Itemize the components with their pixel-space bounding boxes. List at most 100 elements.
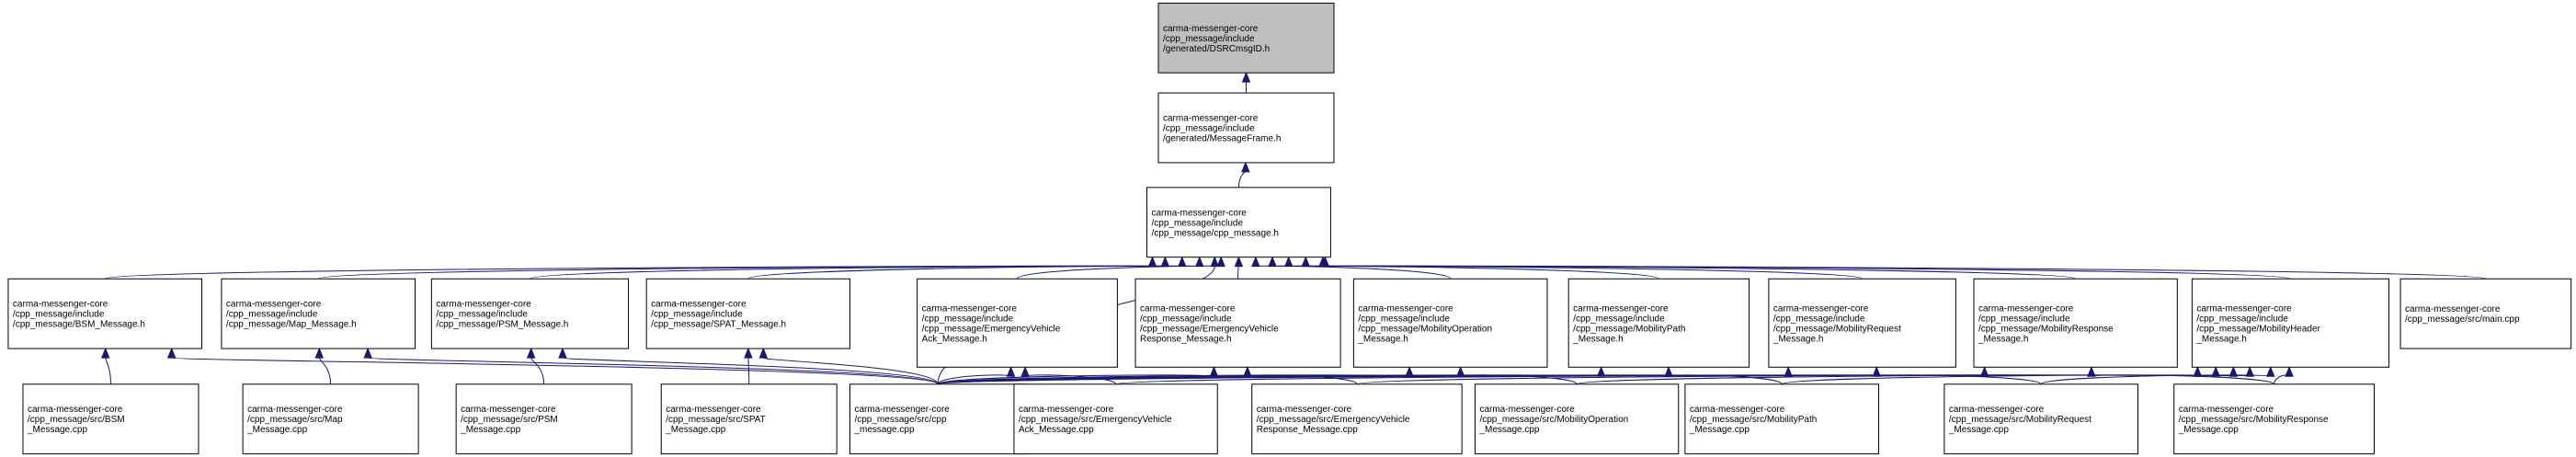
node-psm-h[interactable]: carma-messenger-core/cpp_message/include… xyxy=(430,278,630,349)
node-box[interactable] xyxy=(2399,278,2572,349)
edge-line xyxy=(1017,265,1222,280)
node-box[interactable] xyxy=(1474,383,1680,455)
node-spat-h[interactable]: carma-messenger-core/cpp_message/include… xyxy=(645,278,850,349)
arrowhead xyxy=(1147,256,1157,268)
node-label-line: _Message.h xyxy=(2195,334,2246,344)
node-spat-cpp[interactable]: carma-messenger-core/cpp_message/src/SPA… xyxy=(660,383,838,455)
node-box[interactable] xyxy=(455,383,633,455)
edge-line xyxy=(1324,265,2487,280)
node-mreq-h[interactable]: carma-messenger-core/cpp_message/include… xyxy=(1768,278,1956,368)
edge-psm-cpp-to-psm-h xyxy=(526,347,545,384)
edge-bsm-h-to-cpp-message-h xyxy=(104,256,1157,280)
node-mresp-cpp[interactable]: carma-messenger-core/cpp_message/src/Mob… xyxy=(2173,383,2375,455)
arrowhead xyxy=(1216,256,1225,268)
node-label-line: carma-messenger-core xyxy=(1949,405,2045,415)
arrowhead xyxy=(1234,256,1244,268)
edge-bsm-cpp-to-bsm-h xyxy=(100,347,111,384)
arrowhead xyxy=(558,347,567,359)
node-evr-cpp[interactable]: carma-messenger-core/cpp_message/src/Eme… xyxy=(1251,383,1463,455)
edge-line xyxy=(562,357,939,385)
node-eva-h[interactable]: carma-messenger-core/cpp_message/include… xyxy=(917,278,1118,368)
nodes-layer: carma-messenger-core/cpp_message/include… xyxy=(7,2,2572,455)
arrowhead xyxy=(2193,365,2203,377)
node-label-line: /cpp_message/src/MobilityRequest xyxy=(1949,415,2092,425)
node-box[interactable] xyxy=(1684,383,1879,455)
node-map-h[interactable]: carma-messenger-core/cpp_message/include… xyxy=(221,278,416,349)
node-main-cpp[interactable]: carma-messenger-core/cpp_message/src/mai… xyxy=(2399,278,2572,349)
node-box[interactable] xyxy=(917,278,1118,368)
node-label-line: carma-messenger-core xyxy=(1163,24,1259,34)
edge-cpp-cpp-to-bsm-h xyxy=(166,347,939,385)
node-box[interactable] xyxy=(221,278,416,349)
arrowhead xyxy=(100,347,110,359)
node-label-line: /cpp_message/include xyxy=(2196,314,2288,324)
node-bsm-cpp[interactable]: carma-messenger-core/cpp_message/src/BSM… xyxy=(22,383,199,455)
arrowhead xyxy=(363,347,372,359)
edge-mreq-cpp-to-mhead-h xyxy=(2040,365,2275,385)
node-box[interactable] xyxy=(1352,278,1548,368)
node-label-line: /cpp_message/MobilityOperation xyxy=(1358,324,1492,334)
node-label-line: carma-messenger-core xyxy=(1019,405,1114,415)
node-box[interactable] xyxy=(7,278,203,349)
node-box[interactable] xyxy=(660,383,838,455)
node-mresp-h[interactable]: carma-messenger-core/cpp_message/include… xyxy=(1973,278,2178,368)
edge-line xyxy=(762,357,939,385)
edge-line xyxy=(747,358,750,384)
node-label-line: carma-messenger-core xyxy=(1773,303,1869,314)
node-evr-h[interactable]: carma-messenger-core/cpp_message/include… xyxy=(1134,278,1341,368)
node-box[interactable] xyxy=(1768,278,1956,368)
node-label-line: /cpp_message/include xyxy=(226,310,318,320)
node-label-line: carma-messenger-core xyxy=(1690,405,1785,415)
node-box[interactable] xyxy=(1157,2,1335,74)
node-box[interactable] xyxy=(430,278,630,349)
edge-mop-h-to-cpp-message-h xyxy=(1251,256,1452,280)
node-cpp-cpp[interactable]: carma-messenger-core/cpp_message/src/cpp… xyxy=(849,383,1026,455)
node-mpath-h[interactable]: carma-messenger-core/cpp_message/include… xyxy=(1567,278,1750,368)
node-box[interactable] xyxy=(2191,278,2390,368)
node-mop-h[interactable]: carma-messenger-core/cpp_message/include… xyxy=(1352,278,1548,368)
node-label-line: /cpp_message/MobilityResponse xyxy=(1978,324,2114,334)
node-box[interactable] xyxy=(849,383,1026,455)
node-box[interactable] xyxy=(645,278,850,349)
node-label-line: /cpp_message/EmergencyVehicle xyxy=(922,324,1061,334)
node-box[interactable] xyxy=(242,383,419,455)
node-cpp-message-h[interactable]: carma-messenger-core/cpp_message/include… xyxy=(1146,187,1331,258)
node-dsrcmsgid[interactable]: carma-messenger-core/cpp_message/include… xyxy=(1157,2,1335,74)
node-box[interactable] xyxy=(2173,383,2375,455)
node-label-line: _Message.cpp xyxy=(1948,425,2009,435)
node-messageframe[interactable]: carma-messenger-core/cpp_message/include… xyxy=(1157,92,1335,164)
node-psm-cpp[interactable]: carma-messenger-core/cpp_message/src/PSM… xyxy=(455,383,633,455)
node-box[interactable] xyxy=(1567,278,1750,368)
node-box[interactable] xyxy=(1146,187,1331,258)
node-label-line: carma-messenger-core xyxy=(226,300,322,310)
node-mpath-cpp[interactable]: carma-messenger-core/cpp_message/src/Mob… xyxy=(1684,383,1879,455)
arrowhead xyxy=(1301,256,1311,268)
node-label-line: carma-messenger-core xyxy=(1140,303,1236,314)
node-label-line: carma-messenger-core xyxy=(2179,405,2274,415)
arrowhead xyxy=(314,347,325,359)
node-map-cpp[interactable]: carma-messenger-core/cpp_message/src/Map… xyxy=(242,383,419,455)
node-bsm-h[interactable]: carma-messenger-core/cpp_message/include… xyxy=(7,278,203,349)
node-box[interactable] xyxy=(1157,92,1335,164)
edge-messageframe-to-dsrcmsgid xyxy=(1241,71,1251,94)
node-box[interactable] xyxy=(1251,383,1463,455)
node-label-line: carma-messenger-core xyxy=(1163,113,1259,123)
edge-line xyxy=(1237,171,1247,188)
node-box[interactable] xyxy=(1943,383,2138,455)
node-box[interactable] xyxy=(22,383,199,455)
node-box[interactable] xyxy=(1134,278,1341,368)
node-label-line: /cpp_message/include xyxy=(1163,123,1255,133)
node-eva-cpp[interactable]: carma-messenger-core/cpp_message/src/Eme… xyxy=(1013,383,1218,455)
node-label-line: carma-messenger-core xyxy=(2405,304,2501,314)
arrowhead xyxy=(1020,365,1030,377)
node-box[interactable] xyxy=(1973,278,2178,368)
arrowhead xyxy=(1784,365,1793,377)
node-box[interactable] xyxy=(1013,383,1218,455)
edge-line xyxy=(1255,265,1452,280)
node-mreq-cpp[interactable]: carma-messenger-core/cpp_message/src/Mob… xyxy=(1943,383,2138,455)
arrowhead xyxy=(1241,161,1250,173)
node-mop-cpp[interactable]: carma-messenger-core/cpp_message/src/Mob… xyxy=(1474,383,1680,455)
node-mhead-h[interactable]: carma-messenger-core/cpp_message/include… xyxy=(2191,278,2390,368)
node-label-line: /cpp_message/EmergencyVehicle xyxy=(1140,324,1279,334)
node-label-line: /cpp_message/src/main.cpp xyxy=(2405,314,2520,325)
